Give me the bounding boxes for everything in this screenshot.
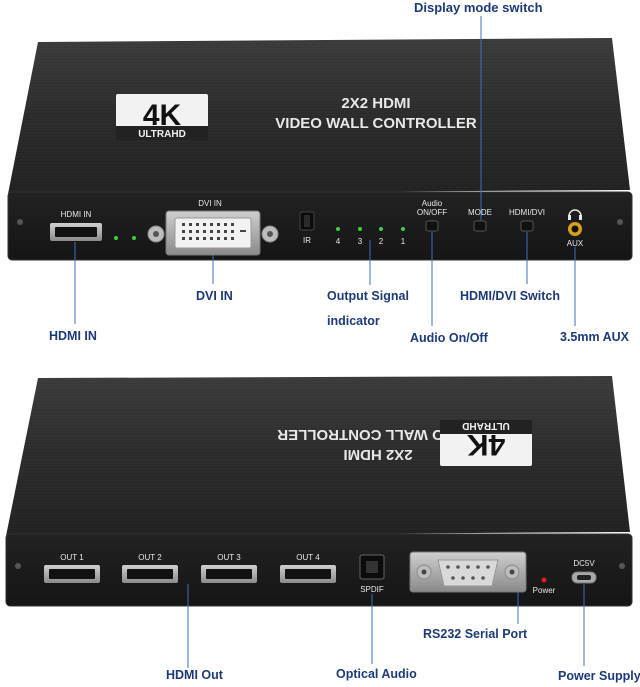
front-title-line2: VIDEO WALL CONTROLLER: [275, 115, 477, 132]
back-label-out-2: OUT 2: [138, 553, 162, 562]
power-led: [541, 577, 547, 583]
back-title-line1: 2X2 HDMI: [343, 446, 412, 463]
front-label-hdmi-dvi: HDMI/DVI: [509, 208, 545, 217]
led-hdmi-2: [132, 236, 136, 240]
rs232-port[interactable]: [409, 551, 527, 593]
leader-lines: [74, 16, 585, 668]
output-signal-leds: [336, 227, 405, 231]
callout-power-supply: Power Supply: [558, 669, 640, 683]
back-device: 2X2 HDMI VIDEO WALL CONTROLLER 4K ULTRAH…: [5, 376, 633, 607]
callout-optical-audio: Optical Audio: [336, 667, 417, 681]
front-label-ir: IR: [303, 236, 311, 245]
hdmi-out-4-port[interactable]: [280, 565, 336, 583]
led-label-2: 2: [379, 237, 384, 246]
mode-button[interactable]: [473, 220, 487, 232]
callout-output-signal-line2: indicator: [327, 314, 380, 328]
led-label-3: 3: [358, 237, 363, 246]
front-title-line1: 2X2 HDMI: [341, 95, 410, 112]
aux-jack[interactable]: [568, 222, 582, 236]
led-hdmi-1: [114, 236, 118, 240]
callout-hdmi-out: HDMI Out: [166, 668, 223, 682]
dvi-in-port[interactable]: [147, 210, 279, 256]
front-label-dvi-in: DVI IN: [198, 199, 222, 208]
hdmi-out-2-port[interactable]: [122, 565, 178, 583]
hdmi-in-port[interactable]: [50, 223, 102, 241]
callout-hdmi-dvi-switch: HDMI/DVI Switch: [460, 289, 561, 303]
back-title-line2: VIDEO WALL CONTROLLER: [277, 426, 479, 443]
front-4k-badge: 4K ULTRAHD: [116, 94, 208, 140]
front-badge-ultrahd-text: ULTRAHD: [138, 129, 186, 140]
front-label-hdmi-in: HDMI IN: [61, 210, 92, 219]
back-label-spdif: SPDIF: [360, 585, 384, 594]
headphone-icon: [568, 209, 582, 220]
back-badge-4k-text: 4K: [466, 428, 505, 461]
callout-aux: 3.5mm AUX: [560, 330, 630, 344]
ir-receiver: [299, 211, 315, 231]
callout-rs232: RS232 Serial Port: [423, 627, 528, 641]
callout-display-mode-switch: Display mode switch: [414, 0, 543, 15]
back-label-out-4: OUT 4: [296, 553, 320, 562]
led-label-4: 4: [336, 237, 341, 246]
dc5v-port[interactable]: [571, 571, 597, 584]
hdmi-out-1-port[interactable]: [44, 565, 100, 583]
front-label-aux: AUX: [567, 239, 584, 248]
front-label-audio-1: Audio: [422, 199, 443, 208]
front-badge-4k-text: 4K: [143, 99, 182, 132]
hdmi-out-3-port[interactable]: [201, 565, 257, 583]
spdif-port[interactable]: [359, 554, 385, 580]
back-label-dc5v: DC5V: [573, 559, 595, 568]
back-label-out-1: OUT 1: [60, 553, 84, 562]
back-4k-badge: 4K ULTRAHD: [440, 420, 532, 466]
front-label-audio-2: ON/OFF: [417, 208, 447, 217]
front-device: 4K ULTRAHD 2X2 HDMI VIDEO WALL CONTROLLE…: [7, 38, 633, 261]
front-device-face: [7, 191, 633, 261]
led-label-1: 1: [401, 237, 406, 246]
front-label-mode: MODE: [468, 208, 492, 217]
callout-hdmi-in: HDMI IN: [49, 329, 97, 343]
back-label-power: Power: [533, 586, 556, 595]
callout-dvi-in: DVI IN: [196, 289, 233, 303]
callout-audio-on-off: Audio On/Off: [410, 331, 488, 345]
callout-output-signal-line1: Output Signal: [327, 289, 409, 303]
back-label-out-3: OUT 3: [217, 553, 241, 562]
hdmi-dvi-button[interactable]: [520, 220, 534, 232]
back-badge-ultrahd-text: ULTRAHD: [462, 420, 510, 431]
audio-on-off-button[interactable]: [425, 220, 439, 232]
